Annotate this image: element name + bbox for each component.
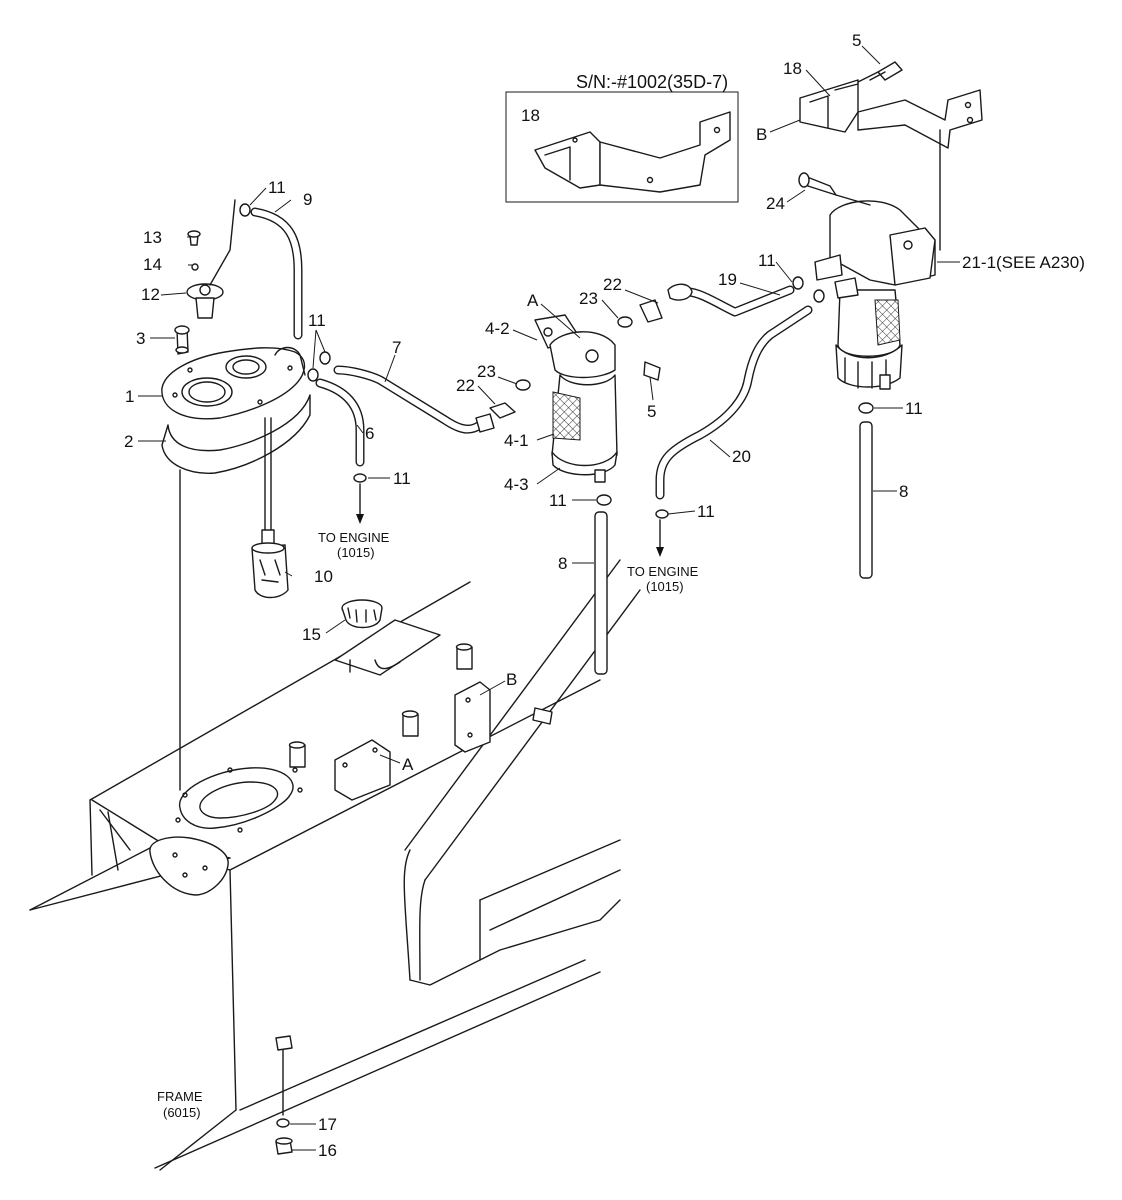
hose-7 (333, 365, 495, 434)
callout-3: 3 (136, 329, 145, 348)
leader-lines (138, 45, 960, 1151)
callout-10: 10 (314, 567, 333, 586)
reference-notes: TO ENGINE (1015) TO ENGINE (1015) FRAME … (157, 530, 699, 1120)
inset-title: S/N:-#1002(35D-7) (576, 72, 728, 92)
callout-a: A (527, 291, 539, 310)
callout-11: 11 (905, 399, 923, 418)
filter-bracket-18 (799, 61, 983, 251)
callout-20: 20 (732, 447, 751, 466)
callout-17: 17 (318, 1115, 337, 1134)
part-callouts: S/N:-#1002(35D-7) 18 5 18 B 24 21-1(SEE … (124, 31, 1085, 1160)
filler-cap-15 (341, 599, 383, 629)
callout-1: 1 (125, 387, 134, 406)
hose-9 (250, 207, 303, 340)
callout-4-3: 4-3 (504, 475, 529, 494)
hose-20 (655, 305, 813, 500)
callout-24: 24 (766, 194, 785, 213)
callout-b: B (506, 670, 517, 689)
callout-11: 11 (308, 311, 326, 330)
water-separator-21-1 (798, 172, 936, 390)
drain-plug-16 (275, 1035, 293, 1155)
mount-cushion (288, 643, 553, 768)
hose-6 (315, 378, 365, 467)
callout-16: 16 (318, 1141, 337, 1160)
callout-13: 13 (143, 228, 162, 247)
to-engine-note-code: (1015) (646, 579, 684, 594)
to-engine-arrow (356, 483, 664, 557)
callout-8: 8 (899, 482, 908, 501)
callout-22: 22 (603, 275, 622, 294)
callout-8: 8 (558, 554, 567, 573)
hose-8-left (594, 511, 608, 675)
callout-23: 23 (579, 289, 598, 308)
callout-15: 15 (302, 625, 321, 644)
callout-23: 23 (477, 362, 496, 381)
callout-6: 6 (365, 424, 374, 443)
sender-plate-assembly (161, 199, 311, 791)
to-engine-note-code: (1015) (337, 545, 375, 560)
fuel-filter-4 (489, 299, 663, 483)
callout-14: 14 (143, 255, 162, 274)
frame-structure (29, 559, 641, 1171)
callout-5: 5 (852, 31, 861, 50)
callout-11: 11 (549, 491, 567, 510)
hose-8-right (859, 421, 873, 579)
callout-19: 19 (718, 270, 737, 289)
callout-11: 11 (697, 502, 715, 521)
callout-a: A (402, 755, 414, 774)
serial-number-inset (505, 91, 739, 203)
callout-11: 11 (393, 469, 411, 488)
callout-18: 18 (783, 59, 802, 78)
callout-22: 22 (456, 376, 475, 395)
callout-5: 5 (647, 402, 656, 421)
hose-clamp-11 (239, 203, 874, 1128)
to-engine-note: TO ENGINE (318, 530, 390, 545)
to-engine-note: TO ENGINE (627, 564, 699, 579)
callout-11: 11 (268, 178, 286, 197)
inset-part-label: 18 (521, 106, 540, 125)
callout-21-1: 21-1(SEE A230) (962, 253, 1085, 272)
hose-19 (667, 283, 795, 317)
callout-12: 12 (141, 285, 160, 304)
callout-2: 2 (124, 432, 133, 451)
callout-4-1: 4-1 (504, 431, 529, 450)
callout-b: B (756, 125, 767, 144)
frame-note-code: (6015) (163, 1105, 201, 1120)
callout-4-2: 4-2 (485, 319, 510, 338)
frame-note: FRAME (157, 1089, 203, 1104)
callout-9: 9 (303, 190, 312, 209)
callout-11: 11 (758, 251, 776, 270)
callout-7: 7 (392, 338, 401, 357)
